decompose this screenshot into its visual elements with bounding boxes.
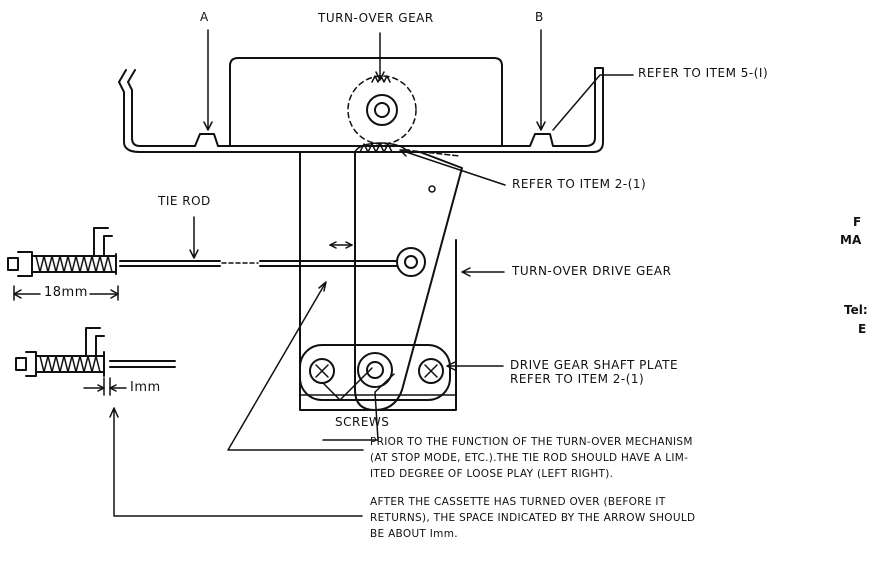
note-after-line-1: AFTER THE CASSETTE HAS TURNED OVER (BEFO… xyxy=(370,496,666,508)
label-tie-rod: TIE ROD xyxy=(158,194,211,208)
dimension-1mm xyxy=(83,377,127,396)
tie-rod xyxy=(119,241,398,267)
cutoff-text-1: F xyxy=(853,215,862,229)
label-1mm: Imm xyxy=(130,380,161,395)
note-after-line-2: RETURNS), THE SPACE INDICATED BY THE ARR… xyxy=(370,512,696,524)
label-b: B xyxy=(535,10,544,24)
mounting-plate xyxy=(299,151,457,411)
label-18mm: 18mm xyxy=(44,285,88,300)
note-prior-line-3: ITED DEGREE OF LOOSE PLAY (LEFT RIGHT). xyxy=(370,468,614,480)
label-shaft-plate-refer: REFER TO ITEM 2-(1) xyxy=(510,372,645,386)
chassis-bracket xyxy=(118,57,604,153)
cutoff-text-4: E xyxy=(858,322,867,336)
shaft-plate xyxy=(299,344,451,401)
leader-lines xyxy=(109,29,634,517)
label-refer-item-5: REFER TO ITEM 5-(I) xyxy=(638,66,769,80)
label-a: A xyxy=(200,10,209,24)
note-prior-line-2: (AT STOP MODE, ETC.).THE TIE ROD SHOULD … xyxy=(370,452,689,464)
spring-assembly-upper xyxy=(7,227,117,277)
label-turn-over-gear: TURN-OVER GEAR xyxy=(318,11,434,25)
label-turn-over-drive-gear: TURN-OVER DRIVE GEAR xyxy=(512,264,672,278)
label-drive-gear-shaft-plate: DRIVE GEAR SHAFT PLATE xyxy=(510,358,679,372)
note-after-line-3: BE ABOUT Imm. xyxy=(370,528,458,540)
label-refer-item-2: REFER TO ITEM 2-(1) xyxy=(512,177,647,191)
cutoff-text-3: Tel: xyxy=(844,303,868,317)
dimension-18mm xyxy=(13,285,119,301)
cutoff-text-2: MA xyxy=(840,233,862,247)
turn-over-gear xyxy=(347,75,417,145)
label-screws: SCREWS xyxy=(335,415,390,429)
spring-assembly-lower xyxy=(15,327,176,377)
note-prior-line-1: PRIOR TO THE FUNCTION OF THE TURN-OVER M… xyxy=(370,436,693,448)
